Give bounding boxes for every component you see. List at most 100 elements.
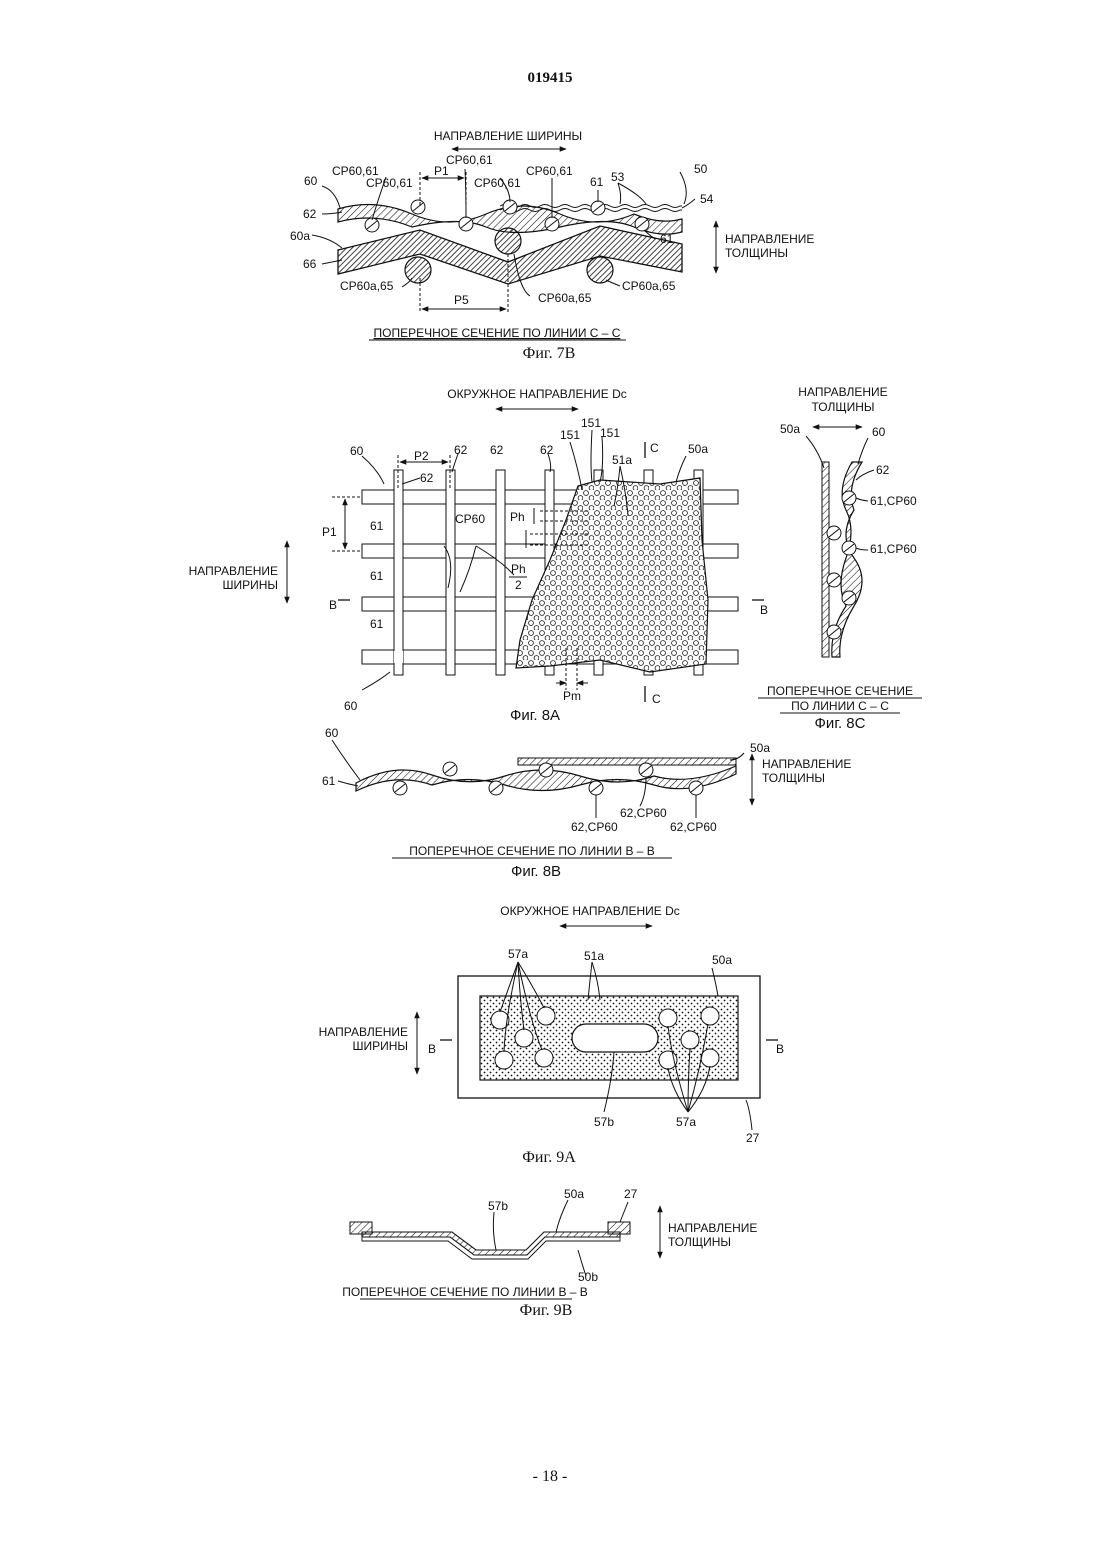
fig7b-label-50: 50 <box>694 162 708 176</box>
fig8c-label-50a: 50a <box>780 422 800 436</box>
fig8a-label-ph2-den: 2 <box>515 578 522 592</box>
fig8a-label-pm: Pm <box>563 689 581 703</box>
fig9a-label-b1: B <box>428 1042 436 1056</box>
fig9a-label-50a: 50a <box>712 953 732 967</box>
fig7b-label-p1: P1 <box>434 164 449 178</box>
fig7b-label-cp4: CP60,61 <box>474 176 521 190</box>
fig9b-section-title: ПОПЕРЕЧНОЕ СЕЧЕНИЕ ПО ЛИНИИ B – B <box>342 1285 588 1299</box>
fig8a-label-62d: 62 <box>540 443 554 457</box>
fig7b-label-cp2: CP60,61 <box>366 176 413 190</box>
fig-8a: ОКРУЖНОЕ НАПРАВЛЕНИЕ Dc <box>189 387 768 724</box>
fig8a-label-c1: C <box>650 441 659 455</box>
fig9a-label-b2: B <box>776 1042 784 1056</box>
fig9a-label-57a-top: 57a <box>508 947 528 961</box>
fig8b-label-cp2: 62,CP60 <box>620 806 667 820</box>
fig8a-label-61b: 61 <box>370 569 384 583</box>
fig9b-label-50b: 50b <box>578 1270 598 1284</box>
fig8c-section-1: ПОПЕРЕЧНОЕ СЕЧЕНИЕ <box>767 684 913 698</box>
fig8b-label-cp3: 62,CP60 <box>670 820 717 834</box>
fig8a-caption: Фиг. 8A <box>510 707 560 724</box>
fig8b-thickness-1: НАПРАВЛЕНИЕ <box>762 757 851 771</box>
fig9a-circ-direction: ОКРУЖНОЕ НАПРАВЛЕНИЕ Dc <box>500 904 680 918</box>
fig8a-label-ph: Ph <box>510 510 525 524</box>
fig9a-width-2: ШИРИНЫ <box>352 1039 408 1053</box>
fig7b-label-53: 53 <box>611 170 625 184</box>
fig9b-thickness-2: ТОЛЩИНЫ <box>668 1235 731 1249</box>
fig8b-caption: Фиг. 8B <box>511 863 561 880</box>
fig9a-recess-57b <box>572 1024 658 1052</box>
fig8a-width-direction-2: ШИРИНЫ <box>222 578 278 592</box>
fig8a-circ-direction: ОКРУЖНОЕ НАПРАВЛЕНИЕ Dc <box>447 387 627 401</box>
fig9a-label-57a-bottom: 57a <box>676 1115 696 1129</box>
fig8a-label-p2: P2 <box>414 449 429 463</box>
fig9a-label-27: 27 <box>746 1131 760 1145</box>
fig9b-caption: Фиг. 9B <box>520 1302 573 1319</box>
fig7b-label-cpa3: CP60a,65 <box>622 279 676 293</box>
fig7b-label-cp3: CP60,61 <box>446 153 493 167</box>
fig8b-label-50a: 50a <box>750 741 770 755</box>
fig8a-label-62c: 62 <box>490 443 504 457</box>
fig8a-label-62b: 62 <box>454 443 468 457</box>
fig8a-label-c2: C <box>652 692 661 706</box>
fig8a-label-151c: 151 <box>600 426 620 440</box>
fig7b-label-61a: 61 <box>590 175 604 189</box>
fig8a-label-ph2-num: Ph <box>511 562 526 576</box>
fig7b-section-title: ПОПЕРЕЧНОЕ СЕЧЕНИЕ ПО ЛИНИИ C – C <box>374 326 621 340</box>
fig8b-label-60: 60 <box>325 726 339 740</box>
fig8a-label-51a: 51a <box>612 453 632 467</box>
fig8c-section-2: ПО ЛИНИИ C – C <box>791 699 889 713</box>
fig-8b: 60 61 50a 62,CP60 62,CP60 62,CP60 НАПРАВ… <box>322 726 851 880</box>
document-number: 019415 <box>528 70 573 86</box>
fig8a-label-cp60: CP60 <box>455 512 485 526</box>
fig8a-label-151a: 151 <box>560 428 580 442</box>
fig8a-width-direction-1: НАПРАВЛЕНИЕ <box>189 564 278 578</box>
fig7b-thickness-dir-2: ТОЛЩИНЫ <box>725 246 788 260</box>
fig7b-label-cp5: CP60,61 <box>526 164 573 178</box>
fig7b-label-61b: 61 <box>660 232 674 246</box>
fig9b-sheet-50a <box>362 1232 620 1255</box>
fig7b-label-cpa1: CP60a,65 <box>340 279 394 293</box>
fig9b-label-57b: 57b <box>488 1199 508 1213</box>
fig8a-label-61a: 61 <box>370 519 384 533</box>
fig8a-label-62a: 62 <box>420 471 434 485</box>
fig8c-thickness-1: НАПРАВЛЕНИЕ <box>798 385 887 399</box>
fig7b-label-60a: 60a <box>290 229 310 243</box>
fig8b-section-title: ПОПЕРЕЧНОЕ СЕЧЕНИЕ ПО ЛИНИИ B – B <box>409 844 655 858</box>
fig8b-layer-50a <box>518 758 736 765</box>
fig8a-label-b1: B <box>329 598 337 612</box>
fig9b-label-50a: 50a <box>564 1187 584 1201</box>
fig7b-label-54: 54 <box>700 192 714 206</box>
fig9b-label-27: 27 <box>624 1187 638 1201</box>
fig8b-label-cp1: 62,CP60 <box>571 820 618 834</box>
fig7b-label-62: 62 <box>303 207 317 221</box>
fig8a-label-60-bottom: 60 <box>344 699 358 713</box>
fig7b-width-direction: НАПРАВЛЕНИЕ ШИРИНЫ <box>434 129 582 143</box>
fig8c-label-60: 60 <box>872 425 886 439</box>
fig8a-label-60-top: 60 <box>350 444 364 458</box>
fig8a-label-b2: B <box>760 603 768 617</box>
fig8c-label-cp2: 61,CP60 <box>870 542 917 556</box>
fig7b-label-p5: P5 <box>454 293 469 307</box>
fig-9b: 57b 50a 27 50b НАПРАВЛЕНИЕ ТОЛЩИНЫ ПОПЕР… <box>342 1187 757 1319</box>
fig9a-width-1: НАПРАВЛЕНИЕ <box>319 1025 408 1039</box>
fig7b-label-66: 66 <box>303 257 317 271</box>
fig8a-label-61c: 61 <box>370 617 384 631</box>
fig8c-label-cp1: 61,CP60 <box>870 494 917 508</box>
fig8a-label-50a: 50a <box>688 442 708 456</box>
fig9b-sheet-50b <box>362 1237 620 1259</box>
fig-7b: НАПРАВЛЕНИЕ ШИРИНЫ <box>290 129 814 362</box>
fig8c-caption: Фиг. 8C <box>815 715 866 732</box>
fig-8c: НАПРАВЛЕНИЕ ТОЛЩИНЫ 50a 60 62 61,CP60 61… <box>758 385 922 732</box>
fig7b-label-cpa2: CP60a,65 <box>538 291 592 305</box>
page-number: - 18 - <box>533 1468 568 1485</box>
fig9a-caption: Фиг. 9A <box>522 1149 576 1166</box>
fig7b-thickness-dir-1: НАПРАВЛЕНИЕ <box>725 232 814 246</box>
fig8a-label-151b: 151 <box>581 416 601 430</box>
fig8a-label-p1: P1 <box>322 525 337 539</box>
fig7b-caption: Фиг. 7В <box>523 345 576 362</box>
fig-9a: ОКРУЖНОЕ НАПРАВЛЕНИЕ Dc <box>319 904 784 1166</box>
fig9b-thickness-1: НАПРАВЛЕНИЕ <box>668 1221 757 1235</box>
fig7b-label-60: 60 <box>304 174 318 188</box>
fig8b-label-61: 61 <box>322 774 336 788</box>
